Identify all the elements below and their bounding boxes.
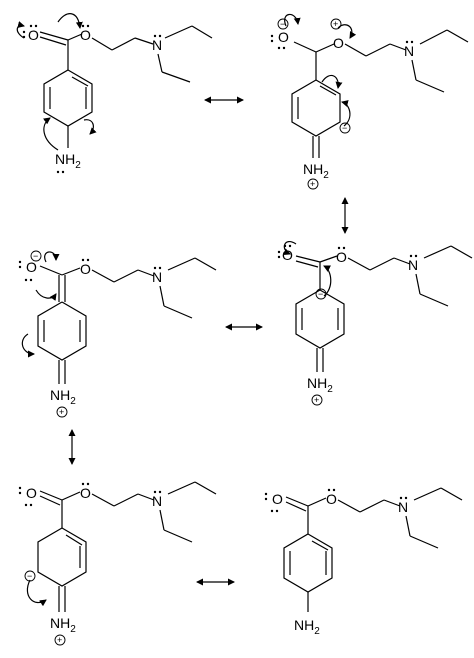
- oxygen-carbonyl-4: O: [26, 259, 37, 275]
- nitrogen-2: N: [404, 43, 414, 59]
- nitrogen-5: N: [152, 493, 162, 509]
- oxygen-carbonyl-3: O: [282, 247, 293, 263]
- lone-pairs-5: [18, 482, 162, 507]
- amine-5: NH2: [50, 615, 76, 635]
- lone-pairs-2: [270, 34, 414, 50]
- charges-5: − +: [24, 570, 66, 646]
- charge-minus-ring-5: −: [27, 571, 32, 581]
- oxygen-carbonyl-6: O: [272, 491, 283, 507]
- structure-3: [283, 241, 473, 372]
- structure-4: [21, 251, 217, 384]
- charge-minus-o-2: −: [280, 19, 285, 29]
- oxygen-carbonyl-5: O: [26, 485, 37, 501]
- oxygen-ester-2: O: [333, 35, 344, 51]
- charges-3: − +: [311, 288, 327, 406]
- charge-minus-ring-2: −: [342, 123, 347, 133]
- charge-plus-n-2: +: [310, 179, 315, 189]
- structure-1: [16, 13, 213, 151]
- charge-plus-n-3: +: [314, 395, 319, 405]
- oxygen-ester-4: O: [80, 261, 91, 277]
- oxygen-ester-6: O: [326, 491, 337, 507]
- nitrogen-4: N: [152, 269, 162, 285]
- oxygen-carbonyl-2: O: [278, 29, 289, 45]
- lone-pairs-4: [18, 258, 162, 282]
- oxygen-carbonyl-1: O: [28, 27, 39, 43]
- oxygen-ester-3: O: [336, 249, 347, 265]
- lone-pairs-3: [277, 244, 418, 259]
- structure-2: [284, 13, 469, 158]
- nitrogen-6: N: [398, 499, 408, 515]
- lone-pairs-1: [22, 24, 162, 174]
- structure-5: [26, 481, 217, 612]
- charge-minus-o-4: −: [33, 251, 38, 261]
- charge-minus-ring-3: −: [318, 289, 323, 299]
- charge-plus-n-5: +: [57, 635, 62, 645]
- nitrogen-3: N: [408, 257, 418, 273]
- amine-2: NH2: [303, 161, 329, 181]
- charges-2: − + − +: [277, 18, 351, 190]
- charge-plus-o-2: +: [333, 19, 338, 29]
- charge-plus-n-4: +: [59, 407, 64, 417]
- charges-4: − +: [30, 250, 68, 418]
- nitrogen-1: N: [152, 37, 162, 53]
- amine-6: NH2: [294, 617, 320, 637]
- amine-4: NH2: [50, 387, 76, 407]
- amine-3: NH2: [307, 375, 333, 395]
- structure-6: [283, 487, 463, 612]
- lone-pairs-6: [264, 488, 408, 513]
- oxygen-ester-1: O: [80, 27, 91, 43]
- amine-1: NH2: [55, 151, 81, 171]
- oxygen-ester-5: O: [80, 485, 91, 501]
